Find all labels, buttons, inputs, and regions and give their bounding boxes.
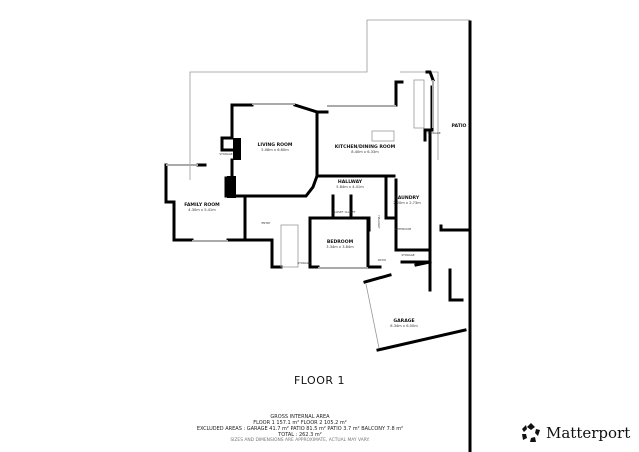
storage-label: STORAGE (401, 253, 415, 257)
living-room-label: LIVING ROOM 5.08m x 6.60m (257, 142, 292, 152)
brand-name: Matterport (546, 424, 631, 442)
kitchen-label: KITCHEN/DINING ROOM 8.40m x 6.33m (335, 144, 396, 154)
fireplace (227, 176, 236, 198)
svg-text:FAMILY ROOM: FAMILY ROOM (184, 202, 220, 208)
svg-text:3.34m x 3.84m: 3.34m x 3.84m (326, 245, 354, 249)
storage-label: STORAGE (297, 261, 311, 265)
matterport-logo-icon (522, 423, 540, 442)
area-title: GROSS INTERNAL AREA (270, 414, 330, 420)
floor-label: FLOOR 1 (293, 374, 346, 387)
hallway-small-label: HALLWAY (377, 216, 381, 229)
svg-text:LAUNDRY: LAUNDRY (395, 195, 420, 201)
svg-text:2.20m x 2.73m: 2.20m x 2.73m (393, 201, 421, 205)
area-note: SIZES AND DIMENSIONS ARE APPROXIMATE, AC… (230, 438, 370, 443)
matterport-logo: Matterport (520, 422, 630, 444)
svg-text:6.34m x 6.00m: 6.34m x 6.00m (390, 324, 418, 328)
svg-text:KITCHEN/DINING ROOM: KITCHEN/DINING ROOM (335, 144, 396, 150)
svg-text:8.40m x 6.33m: 8.40m x 6.33m (351, 150, 379, 154)
svg-text:GARAGE: GARAGE (393, 318, 414, 324)
entry-label: ENTRY (261, 221, 270, 225)
storage-label: STORAGE (427, 131, 441, 135)
laundry-label: LAUNDRY 2.20m x 2.73m (393, 195, 421, 205)
fireplace (233, 138, 241, 160)
svg-text:BEDROOM: BEDROOM (327, 239, 354, 245)
svg-text:HALLWAY: HALLWAY (338, 179, 363, 185)
patio-label: PATIO (452, 123, 467, 129)
patio-small-label: PATIO (378, 258, 387, 262)
closet-label: CLOSET (333, 210, 344, 214)
svg-text:4.30m x 5.41m: 4.30m x 5.41m (188, 208, 216, 212)
bedroom-label: BEDROOM 3.34m x 3.84m (326, 239, 354, 249)
family-room-label: FAMILY ROOM 4.30m x 5.41m (184, 202, 220, 212)
storage-label: STORAGE (219, 152, 233, 156)
svg-text:5.84m x 4.41m: 5.84m x 4.41m (336, 185, 364, 189)
patio-outline (189, 19, 472, 452)
windows (166, 79, 434, 349)
closet-label: CLOSET (345, 210, 356, 214)
area-floors: FLOOR 1 157.1 m² FLOOR 2 105.2 m² (253, 420, 347, 426)
area-total: TOTAL : 262.3 m² (278, 432, 322, 438)
hallway-label: HALLWAY 5.84m x 4.41m (336, 179, 364, 189)
area-summary: GROSS INTERNAL AREA FLOOR 1 157.1 m² FLO… (160, 414, 440, 444)
garage-label: GARAGE 6.34m x 6.00m (390, 318, 418, 328)
svg-text:5.08m x 6.60m: 5.08m x 6.60m (261, 148, 289, 152)
bathroom-label: BATHROOM (395, 227, 412, 231)
area-excluded: EXCLUDED AREAS : GARAGE 41.7 m² PATIO 81… (196, 426, 404, 432)
svg-text:LIVING ROOM: LIVING ROOM (257, 142, 292, 148)
